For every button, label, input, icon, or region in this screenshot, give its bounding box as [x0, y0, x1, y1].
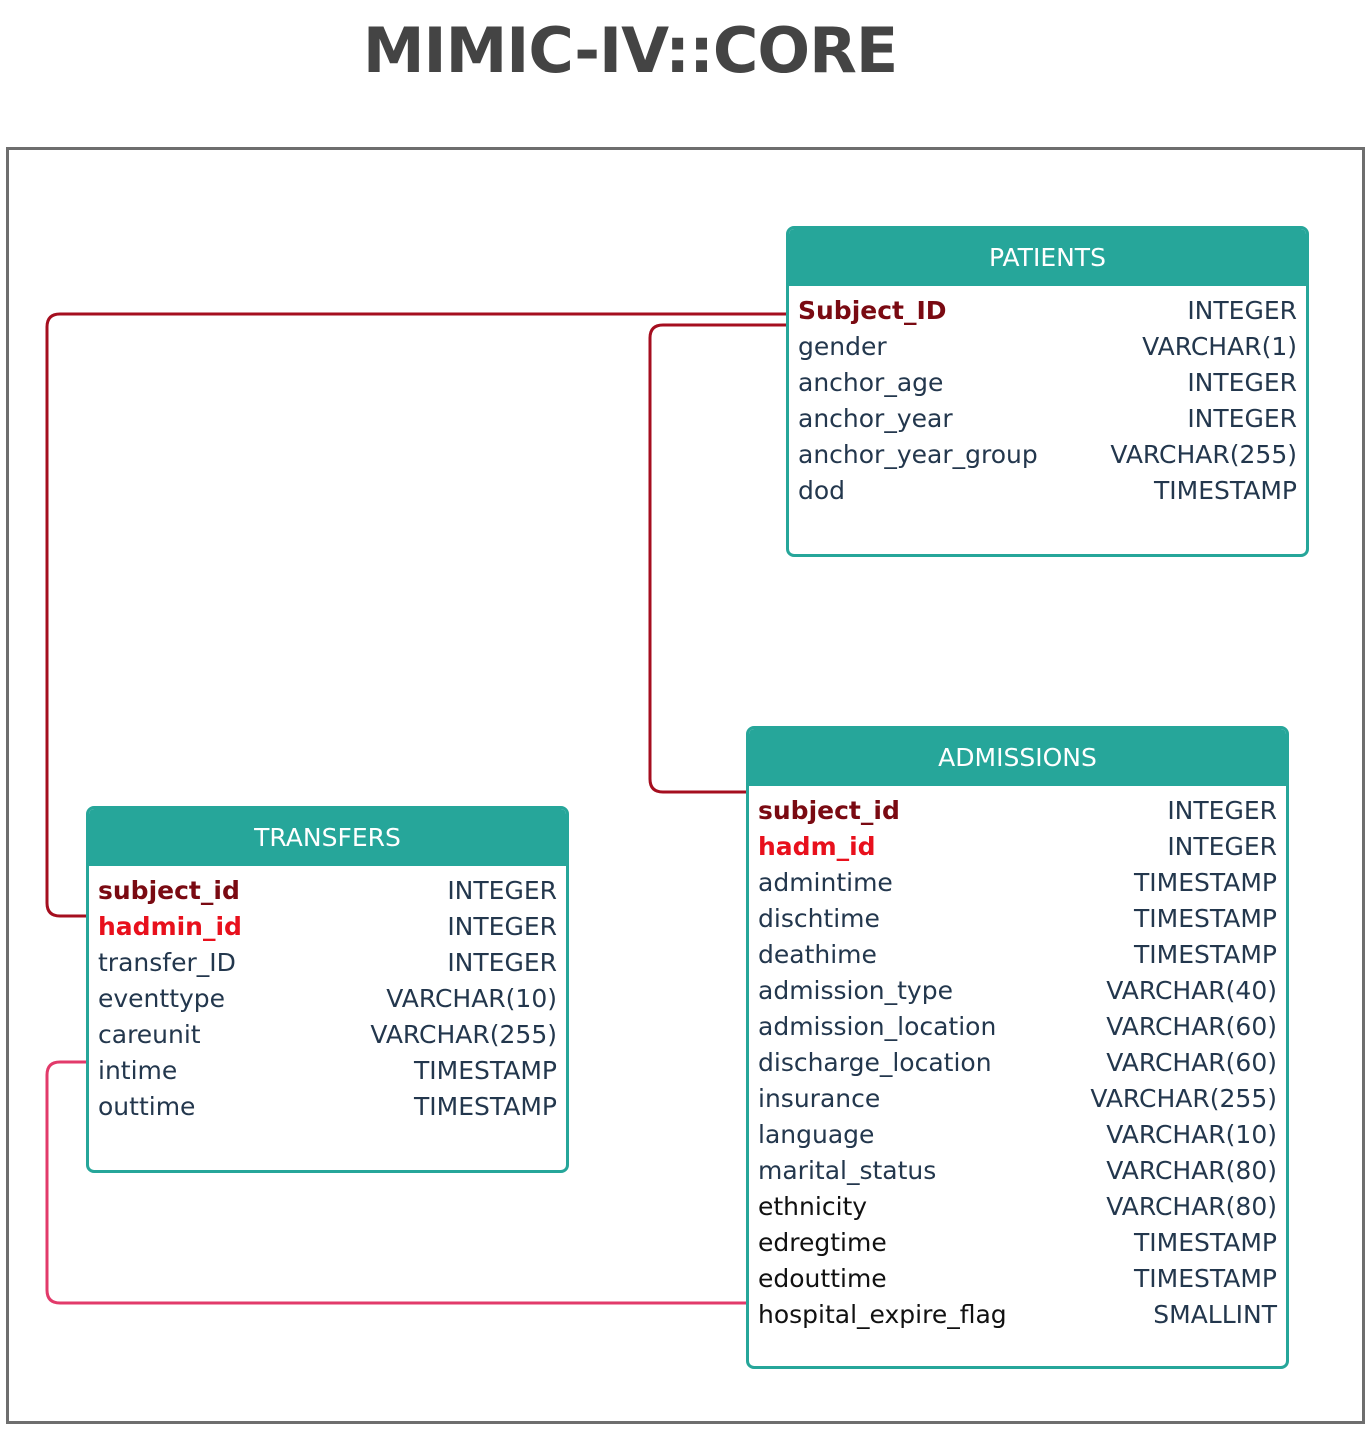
transfers-field-row: hadmin_id INTEGER [98, 908, 557, 944]
field-type: INTEGER [1187, 403, 1297, 433]
diagram-frame [6, 147, 1365, 1424]
field-type: VARCHAR(60) [1106, 1047, 1277, 1077]
transfers-field-row: subject_id INTEGER [98, 872, 557, 908]
admissions-field-row: discharge_location VARCHAR(60) [758, 1044, 1277, 1080]
field-type: INTEGER [1187, 295, 1297, 325]
admissions-field-row: admintime TIMESTAMP [758, 864, 1277, 900]
field-type: VARCHAR(10) [1106, 1119, 1277, 1149]
field-name: admission_type [758, 975, 953, 1005]
admissions-field-row: language VARCHAR(10) [758, 1116, 1277, 1152]
admissions-field-row: admission_location VARCHAR(60) [758, 1008, 1277, 1044]
field-type: VARCHAR(80) [1106, 1191, 1277, 1221]
field-name: subject_id [98, 875, 240, 905]
patients-field-row: anchor_age INTEGER [798, 364, 1297, 400]
patients-field-row: gender VARCHAR(1) [798, 328, 1297, 364]
field-type: VARCHAR(80) [1106, 1155, 1277, 1185]
field-name: admission_location [758, 1011, 997, 1041]
admissions-field-row: edregtime TIMESTAMP [758, 1224, 1277, 1260]
field-type: TIMESTAMP [1154, 475, 1297, 505]
field-name: eventtype [98, 983, 226, 1013]
field-name: discharge_location [758, 1047, 992, 1077]
transfers-table-header: TRANSFERS [89, 809, 566, 866]
field-type: TIMESTAMP [1134, 867, 1277, 897]
field-type: INTEGER [447, 947, 557, 977]
field-name: intime [98, 1055, 178, 1085]
transfers-field-row: eventtype VARCHAR(10) [98, 980, 557, 1016]
field-name: careunit [98, 1019, 201, 1049]
patients-field-row: dod TIMESTAMP [798, 472, 1297, 508]
transfers-field-row: intime TIMESTAMP [98, 1052, 557, 1088]
transfers-field-row: outtime TIMESTAMP [98, 1088, 557, 1124]
field-name: anchor_age [798, 367, 944, 397]
field-name: deathime [758, 939, 877, 969]
link-transfers-admissions [45, 1060, 748, 1305]
admissions-field-row: edouttime TIMESTAMP [758, 1260, 1277, 1296]
field-name: ethnicity [758, 1191, 868, 1221]
field-type: INTEGER [447, 911, 557, 941]
field-name: anchor_year_group [798, 439, 1038, 469]
patients-field-row: Subject_ID INTEGER [798, 292, 1297, 328]
field-type: TIMESTAMP [1134, 939, 1277, 969]
patients-field-row: anchor_year_group VARCHAR(255) [798, 436, 1297, 472]
field-name: hospital_expire_flag [758, 1299, 1007, 1329]
field-type: VARCHAR(1) [1142, 331, 1297, 361]
field-name: dischtime [758, 903, 880, 933]
admissions-field-row: ethnicity VARCHAR(80) [758, 1188, 1277, 1224]
field-name: marital_status [758, 1155, 937, 1185]
admissions-field-row: dischtime TIMESTAMP [758, 900, 1277, 936]
transfers-field-row: transfer_ID INTEGER [98, 944, 557, 980]
field-type: VARCHAR(255) [370, 1019, 557, 1049]
field-type: INTEGER [1187, 367, 1297, 397]
field-type: VARCHAR(255) [1110, 439, 1297, 469]
patients-field-row: anchor_year INTEGER [798, 400, 1297, 436]
admissions-field-row: hospital_expire_flag SMALLINT [758, 1296, 1277, 1332]
field-type: VARCHAR(40) [1106, 975, 1277, 1005]
field-name: subject_id [758, 795, 900, 825]
link-patients-transfers [45, 312, 787, 918]
field-type: TIMESTAMP [1134, 903, 1277, 933]
field-type: TIMESTAMP [1134, 1263, 1277, 1293]
admissions-field-row: deathime TIMESTAMP [758, 936, 1277, 972]
field-type: TIMESTAMP [1134, 1227, 1277, 1257]
field-type: INTEGER [447, 875, 557, 905]
link-patients-admissions [648, 323, 787, 794]
field-name: dod [798, 475, 846, 505]
field-name: Subject_ID [798, 295, 947, 325]
field-name: hadmin_id [98, 911, 242, 941]
field-name: language [758, 1119, 875, 1149]
field-name: hadm_id [758, 831, 876, 861]
field-type: INTEGER [1167, 831, 1277, 861]
field-name: anchor_year [798, 403, 953, 433]
diagram-title: MIMIC-IV::CORE [362, 14, 898, 87]
field-type: TIMESTAMP [414, 1091, 557, 1121]
transfers-field-row: careunit VARCHAR(255) [98, 1016, 557, 1052]
field-type: TIMESTAMP [414, 1055, 557, 1085]
field-type: VARCHAR(60) [1106, 1011, 1277, 1041]
field-name: admintime [758, 867, 893, 897]
field-name: edouttime [758, 1263, 887, 1293]
field-type: VARCHAR(255) [1090, 1083, 1277, 1113]
field-name: edregtime [758, 1227, 887, 1257]
field-name: gender [798, 331, 887, 361]
field-type: VARCHAR(10) [386, 983, 557, 1013]
admissions-table-header: ADMISSIONS [749, 729, 1286, 786]
admissions-field-row: subject_id INTEGER [758, 792, 1277, 828]
admissions-field-row: marital_status VARCHAR(80) [758, 1152, 1277, 1188]
patients-table-header: PATIENTS [789, 229, 1306, 286]
field-type: SMALLINT [1153, 1299, 1277, 1329]
field-name: insurance [758, 1083, 881, 1113]
admissions-field-row: hadm_id INTEGER [758, 828, 1277, 864]
admissions-field-row: insurance VARCHAR(255) [758, 1080, 1277, 1116]
admissions-field-row: admission_type VARCHAR(40) [758, 972, 1277, 1008]
field-type: INTEGER [1167, 795, 1277, 825]
field-name: transfer_ID [98, 947, 236, 977]
field-name: outtime [98, 1091, 196, 1121]
